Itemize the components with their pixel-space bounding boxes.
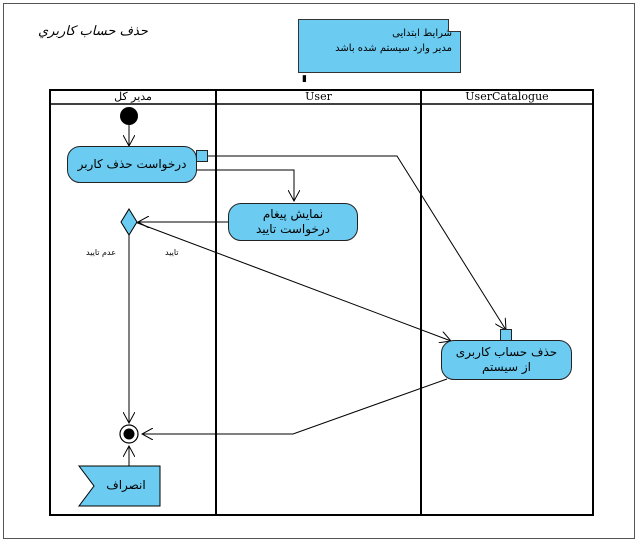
output-pin bbox=[196, 150, 208, 162]
lane-manager: مدیر کل bbox=[114, 90, 152, 103]
cancel-label: انصراف bbox=[106, 478, 146, 492]
flow-decision-confirm bbox=[134, 221, 451, 341]
cancel-signal bbox=[78, 465, 161, 507]
note-attachment-icon: ▮ bbox=[302, 74, 307, 84]
action-show-confirm: نمایش پیغام درخواست تایید bbox=[228, 203, 358, 241]
final-node bbox=[119, 424, 139, 444]
action-delete-account: حذف حساب کاربری از سیستم bbox=[441, 340, 572, 380]
note-fold bbox=[448, 19, 461, 32]
flow-delete-to-final bbox=[142, 378, 448, 434]
diagram-title: حذف حساب كاربري bbox=[38, 24, 148, 39]
precondition-note: شرایط ابتدایی مدیر وارد سیستم شده باشد bbox=[298, 19, 461, 73]
lane-user-catalogue: UserCatalogue bbox=[465, 90, 549, 103]
note-body: مدیر وارد سیستم شده باشد bbox=[335, 43, 452, 54]
lane-user: User bbox=[305, 90, 332, 103]
flow-pin-to-delete bbox=[208, 155, 506, 330]
diagram-frame bbox=[3, 3, 635, 539]
swimlanes bbox=[49, 89, 594, 516]
initial-node bbox=[120, 107, 138, 125]
decision-node bbox=[120, 208, 138, 236]
input-pin bbox=[500, 329, 512, 341]
flow-request-to-confirm bbox=[196, 169, 294, 201]
guard-reject: عدم تایید bbox=[86, 248, 116, 257]
guard-confirm: تایید bbox=[165, 248, 179, 257]
note-heading: شرایط ابتدایی bbox=[392, 28, 452, 39]
action-request-delete: درخواست حذف کاربر bbox=[67, 146, 197, 183]
